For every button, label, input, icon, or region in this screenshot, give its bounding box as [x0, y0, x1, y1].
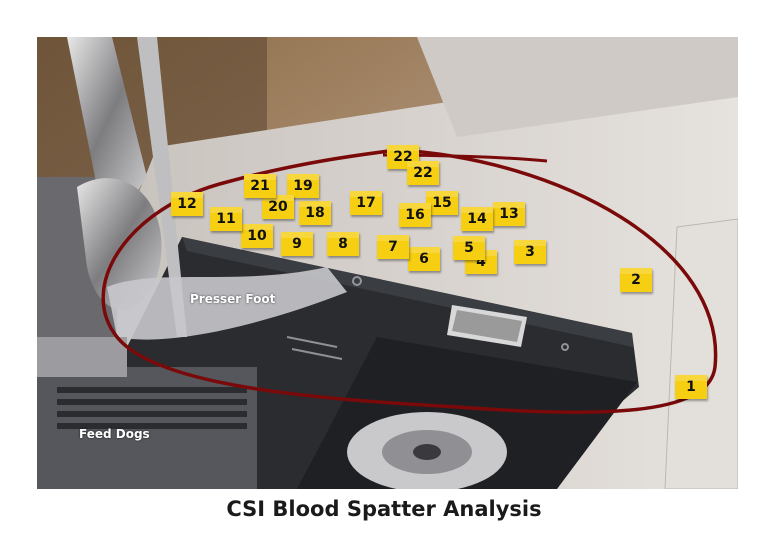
evidence-marker-11: 11	[210, 207, 242, 231]
evidence-marker-2: 2	[620, 268, 652, 292]
evidence-marker-3: 3	[514, 240, 546, 264]
evidence-marker-12: 12	[171, 192, 203, 216]
caption: CSI Blood Spatter Analysis	[226, 497, 542, 521]
evidence-marker-5: 5	[453, 236, 485, 260]
evidence-marker-6: 6	[408, 247, 440, 271]
evidence-marker-8: 8	[327, 232, 359, 256]
evidence-marker-13: 13	[493, 202, 525, 226]
evidence-marker-18: 18	[299, 201, 331, 225]
photo: 1 2 3 4 5 6 7 8 9 10 11 12 13 14 15 16 1…	[37, 37, 738, 489]
evidence-marker-17: 17	[350, 191, 382, 215]
evidence-marker-20: 20	[262, 195, 294, 219]
sewing-machine-scene	[37, 37, 738, 489]
evidence-marker-10: 10	[241, 224, 273, 248]
evidence-marker-7: 7	[377, 235, 409, 259]
evidence-marker-14: 14	[461, 207, 493, 231]
red-circle-annotation	[101, 148, 718, 414]
evidence-marker-15: 15	[426, 191, 458, 215]
evidence-marker-9: 9	[281, 232, 313, 256]
feed-dogs-label: Feed Dogs	[79, 427, 150, 441]
evidence-marker-19: 19	[287, 174, 319, 198]
evidence-marker-1: 1	[675, 375, 707, 399]
evidence-marker-21: 21	[244, 174, 276, 198]
presser-foot-label: Presser Foot	[190, 292, 276, 306]
evidence-marker-22: 22	[407, 161, 439, 185]
evidence-marker-16: 16	[399, 203, 431, 227]
